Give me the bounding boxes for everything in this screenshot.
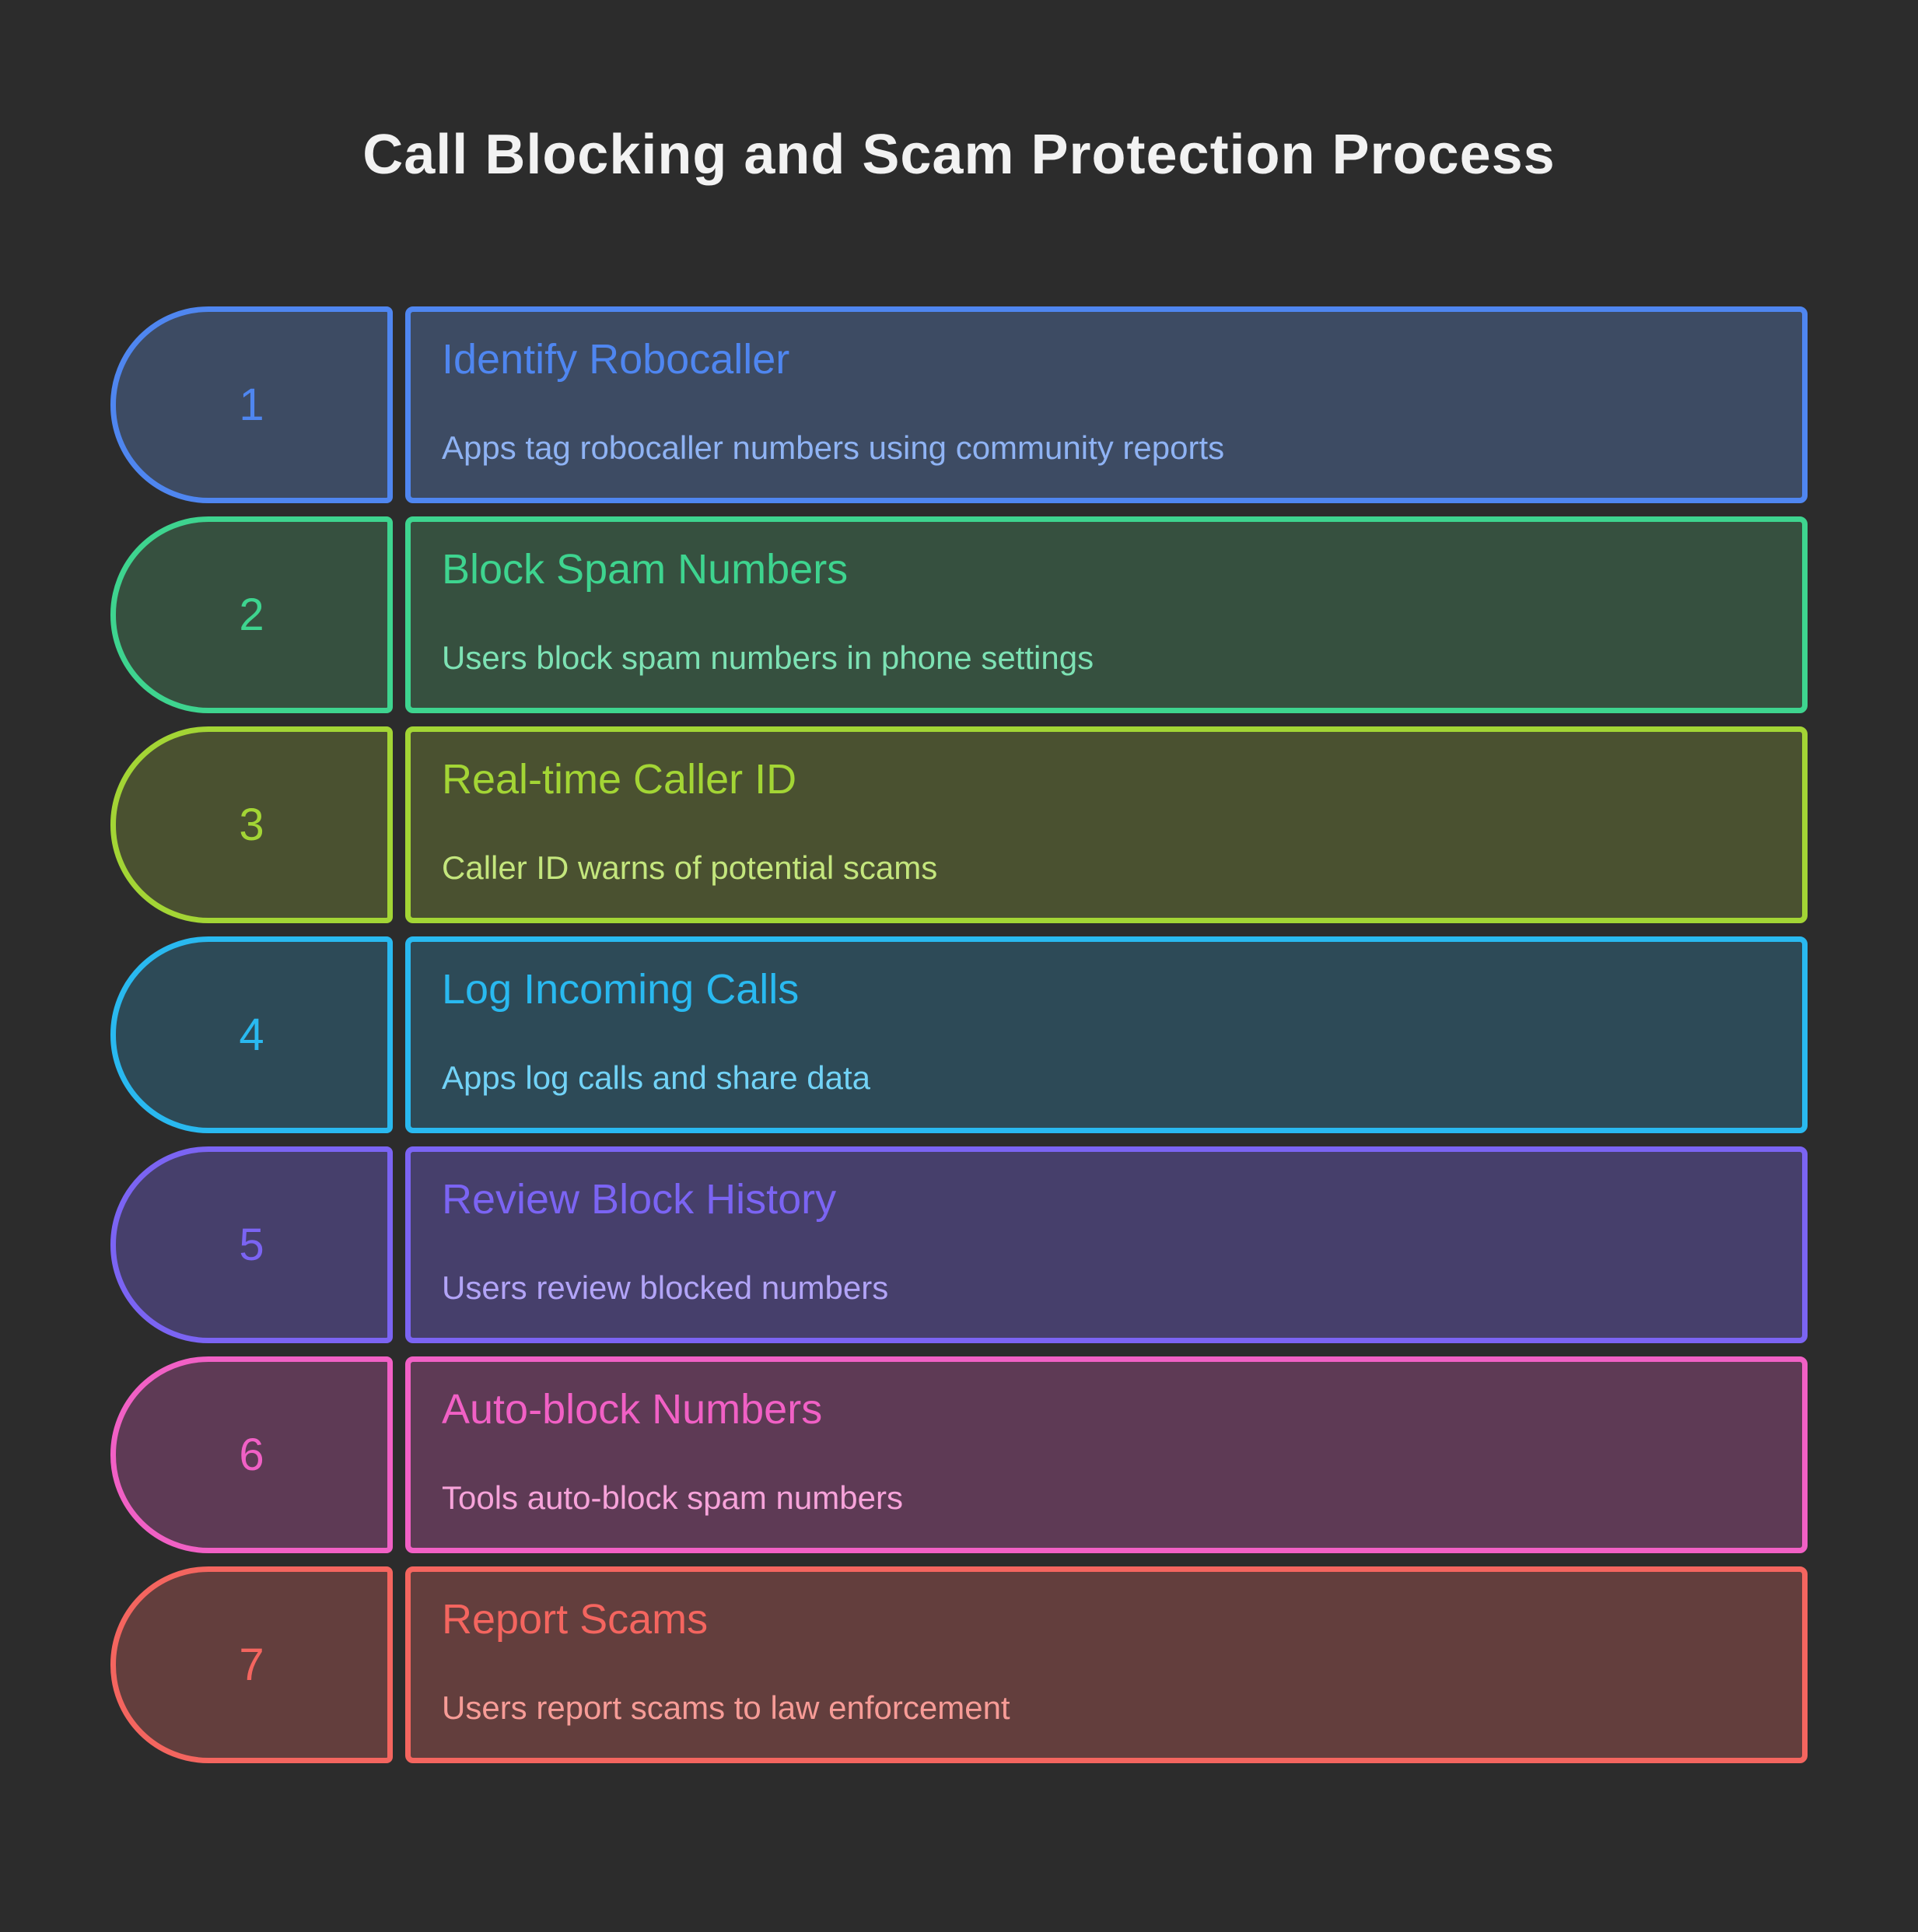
step-title: Auto-block Numbers — [442, 1386, 823, 1433]
step-number-badge: 4 — [110, 936, 393, 1133]
step-number-badge: 2 — [110, 516, 393, 713]
step-title: Real-time Caller ID — [442, 756, 797, 803]
step-number-badge: 6 — [110, 1356, 393, 1553]
step-row-6: 6 Auto-block Numbers Tools auto-block sp… — [110, 1356, 1808, 1553]
step-number: 7 — [239, 1639, 264, 1690]
step-title: Identify Robocaller — [442, 336, 790, 383]
step-number-badge: 3 — [110, 726, 393, 923]
step-row-7: 7 Report Scams Users report scams to law… — [110, 1566, 1808, 1763]
step-number: 1 — [239, 379, 264, 430]
step-row-5: 5 Review Block History Users review bloc… — [110, 1146, 1808, 1343]
step-number: 2 — [239, 589, 264, 640]
step-number: 3 — [239, 799, 264, 850]
step-number-badge: 5 — [110, 1146, 393, 1343]
step-card: Report Scams Users report scams to law e… — [405, 1566, 1808, 1763]
step-description: Users review blocked numbers — [442, 1269, 889, 1306]
step-number: 4 — [239, 1009, 264, 1060]
step-title: Block Spam Numbers — [442, 546, 849, 593]
step-title: Review Block History — [442, 1176, 837, 1223]
step-number: 5 — [239, 1219, 264, 1270]
step-description: Users block spam numbers in phone settin… — [442, 639, 1094, 676]
step-card: Log Incoming Calls Apps log calls and sh… — [405, 936, 1808, 1133]
step-description: Tools auto-block spam numbers — [442, 1479, 903, 1516]
page-title: Call Blocking and Scam Protection Proces… — [362, 124, 1556, 186]
step-title: Report Scams — [442, 1596, 709, 1643]
step-title: Log Incoming Calls — [442, 966, 800, 1013]
steps-list: 1 Identify Robocaller Apps tag robocalle… — [110, 306, 1808, 1763]
step-description: Apps tag robocaller numbers using commun… — [442, 429, 1225, 466]
step-card: Real-time Caller ID Caller ID warns of p… — [405, 726, 1808, 923]
step-number: 6 — [239, 1429, 264, 1480]
step-card: Block Spam Numbers Users block spam numb… — [405, 516, 1808, 713]
step-description: Caller ID warns of potential scams — [442, 849, 938, 886]
step-card: Identify Robocaller Apps tag robocaller … — [405, 306, 1808, 503]
step-number-badge: 1 — [110, 306, 393, 503]
step-row-2: 2 Block Spam Numbers Users block spam nu… — [110, 516, 1808, 713]
step-row-4: 4 Log Incoming Calls Apps log calls and … — [110, 936, 1808, 1133]
step-row-1: 1 Identify Robocaller Apps tag robocalle… — [110, 306, 1808, 503]
step-number-badge: 7 — [110, 1566, 393, 1763]
step-card: Auto-block Numbers Tools auto-block spam… — [405, 1356, 1808, 1553]
step-description: Users report scams to law enforcement — [442, 1689, 1010, 1726]
step-description: Apps log calls and share data — [442, 1059, 871, 1096]
step-row-3: 3 Real-time Caller ID Caller ID warns of… — [110, 726, 1808, 923]
step-card: Review Block History Users review blocke… — [405, 1146, 1808, 1343]
